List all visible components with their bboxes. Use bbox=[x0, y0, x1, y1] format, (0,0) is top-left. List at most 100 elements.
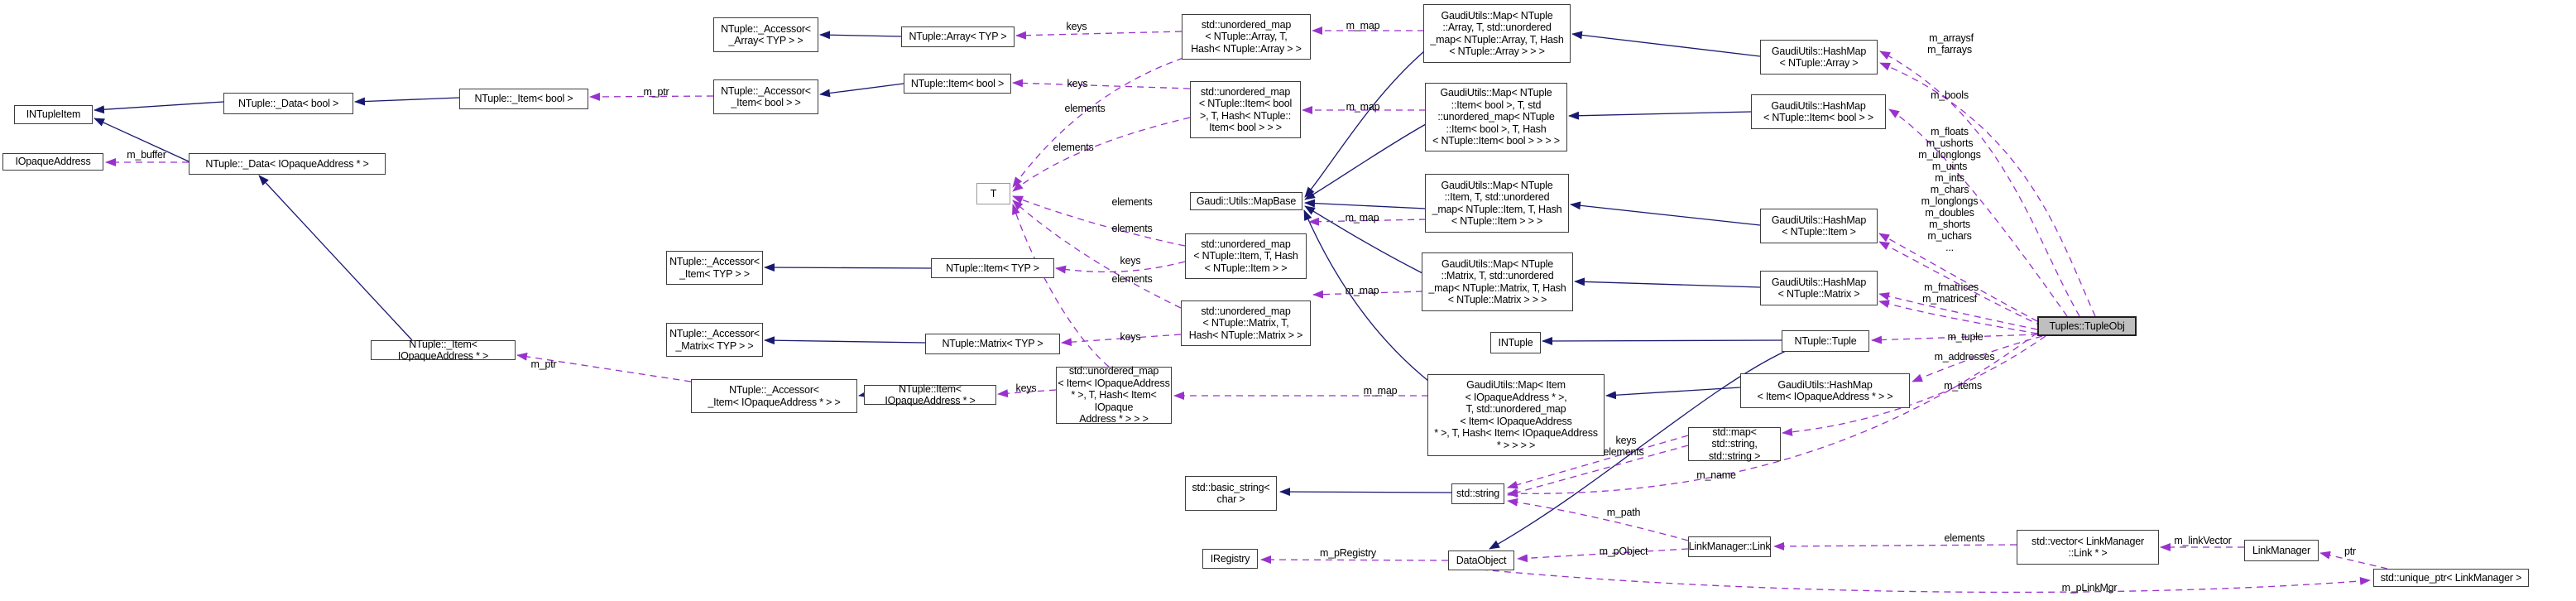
node-um-item-bool[interactable]: std::unordered_map < NTuple::Item< bool … bbox=[1190, 81, 1301, 138]
node-map-matrix[interactable]: GaudiUtils::Map< NTuple ::Matrix, T, std… bbox=[1422, 252, 1573, 311]
node-hm-matrix[interactable]: GaudiUtils::HashMap < NTuple::Matrix > bbox=[1760, 271, 1878, 305]
node-dataobject[interactable]: DataObject bbox=[1448, 551, 1514, 570]
node-acc-array[interactable]: NTuple::_Accessor< _Array< TYP > > bbox=[713, 17, 818, 52]
edge-label-elements: elements bbox=[1944, 532, 1985, 544]
edge-label-m-map: m_map bbox=[1346, 101, 1380, 113]
usage-edge bbox=[1480, 569, 2371, 594]
node-acc-item-ioa[interactable]: NTuple::_Accessor< _Item< IOpaqueAddress… bbox=[691, 379, 857, 413]
edge-label-m-tuple: m_tuple bbox=[1947, 331, 1984, 343]
node-link-vector[interactable]: std::vector< LinkManager ::Link * > bbox=[2017, 530, 2159, 565]
usage-edge bbox=[1782, 335, 2046, 436]
node-map-item[interactable]: GaudiUtils::Map< NTuple ::Item, T, std::… bbox=[1425, 174, 1569, 233]
node-mapbase[interactable]: Gaudi::Utils::MapBase bbox=[1190, 192, 1302, 210]
node-tupleobj: Tuples::TupleObj bbox=[2037, 316, 2137, 336]
inheritance-edge bbox=[858, 390, 870, 398]
usage-edge bbox=[1878, 233, 2038, 322]
edge-label-keys: keys bbox=[1066, 21, 1087, 32]
edge-label-m-uchars: m_uchars bbox=[1927, 230, 1972, 242]
node-iopaqueaddress[interactable]: IOpaqueAddress bbox=[2, 153, 103, 171]
node-basic-string[interactable]: std::basic_string< char > bbox=[1185, 476, 1277, 511]
edge-label-m-buffer: m_buffer bbox=[127, 149, 166, 161]
inheritance-edge bbox=[354, 97, 460, 106]
edge-label-elements: elements bbox=[1111, 196, 1153, 208]
node-intuple[interactable]: INTuple bbox=[1490, 332, 1541, 353]
edge-label-: ... bbox=[1945, 242, 1954, 253]
node-acc-item-typ[interactable]: NTuple::_Accessor< _Item< TYP > > bbox=[666, 251, 763, 285]
edge-label-m-ptr: m_ptr bbox=[530, 358, 557, 370]
inheritance-edge bbox=[1568, 111, 1752, 120]
usage-edge bbox=[1507, 445, 1689, 497]
edge-label-m-ushorts: m_ushorts bbox=[1926, 137, 1974, 149]
node-item-typ[interactable]: NTuple::Item< TYP > bbox=[931, 258, 1054, 278]
inheritance-edge bbox=[1304, 205, 1423, 274]
inheritance-edge bbox=[1304, 199, 1427, 209]
usage-edge bbox=[1507, 435, 1689, 489]
inheritance-edge bbox=[819, 31, 902, 40]
edge-label-elements: elements bbox=[1064, 103, 1106, 114]
inheritance-edge bbox=[764, 263, 932, 272]
inheritance-edge bbox=[1489, 350, 1787, 550]
node-um-ioa[interactable]: std::unordered_map < Item< IOpaqueAddres… bbox=[1056, 365, 1172, 425]
edge-label-m-shorts: m_shorts bbox=[1929, 219, 1970, 230]
inheritance-edge bbox=[258, 175, 413, 341]
node-hm-array[interactable]: GaudiUtils::HashMap < NTuple::Array > bbox=[1760, 40, 1878, 75]
node-item-bool-impl[interactable]: NTuple::_Item< bool > bbox=[459, 89, 588, 109]
node-array-typ[interactable]: NTuple::Array< TYP > bbox=[901, 26, 1015, 47]
edge-label-keys: keys bbox=[1615, 435, 1637, 446]
inheritance-edge bbox=[1542, 336, 1782, 345]
usage-edge bbox=[1773, 541, 2017, 551]
edge-label-m-map: m_map bbox=[1363, 385, 1398, 397]
edge-label-m-items: m_items bbox=[1944, 380, 1982, 392]
node-data-ioa[interactable]: NTuple::_Data< IOpaqueAddress * > bbox=[189, 153, 386, 175]
node-um-array[interactable]: std::unordered_map < NTuple::Array, T, H… bbox=[1182, 14, 1311, 60]
edge-label-m-fmatrices: m_fmatrices bbox=[1924, 281, 1979, 293]
node-acc-item-bool[interactable]: NTuple::_Accessor< _Item< bool > > bbox=[713, 79, 818, 114]
node-item-bool[interactable]: NTuple::Item< bool > bbox=[904, 74, 1011, 94]
inheritance-edge bbox=[94, 101, 224, 114]
node-item-ioa[interactable]: NTuple::Item< IOpaqueAddress * > bbox=[864, 383, 996, 406]
edge-label-m-map: m_map bbox=[1345, 285, 1379, 296]
inheritance-edge bbox=[1304, 50, 1425, 198]
usage-edge bbox=[1871, 334, 2038, 344]
edge-label-keys: keys bbox=[1067, 78, 1088, 89]
node-iregistry[interactable]: IRegistry bbox=[1202, 549, 1258, 569]
edge-label-keys: keys bbox=[1120, 331, 1141, 343]
node-linkmanager[interactable]: LinkManager bbox=[2244, 540, 2319, 561]
node-map-item-bool[interactable]: GaudiUtils::Map< NTuple ::Item< bool >, … bbox=[1425, 83, 1567, 151]
inheritance-edge bbox=[1304, 123, 1427, 200]
node-hm-item-bool[interactable]: GaudiUtils::HashMap < NTuple::Item< bool… bbox=[1751, 94, 1886, 129]
node-data-bool[interactable]: NTuple::_Data< bool > bbox=[223, 93, 353, 114]
edge-label-m-matricesf: m_matricesf bbox=[1922, 293, 1977, 305]
node-hm-ioa[interactable]: GaudiUtils::HashMap < Item< IOpaqueAddre… bbox=[1740, 373, 1910, 408]
inheritance-edge bbox=[819, 83, 904, 98]
usage-edge bbox=[1012, 117, 1191, 192]
edge-label-keys: keys bbox=[1120, 255, 1141, 267]
usage-edge bbox=[1055, 261, 1186, 274]
node-std-string[interactable]: std::string bbox=[1451, 483, 1504, 504]
node-map-array[interactable]: GaudiUtils::Map< NTuple ::Array, T, std:… bbox=[1423, 4, 1571, 63]
node-std-map[interactable]: std::map< std::string, std::string > bbox=[1688, 426, 1781, 462]
node-linkmanager-link[interactable]: LinkManager::Link bbox=[1688, 536, 1771, 557]
edge-label-m-pobject: m_pObject bbox=[1599, 546, 1648, 557]
node-unique-ptr[interactable]: std::unique_ptr< LinkManager > bbox=[2373, 569, 2529, 587]
node-intupleitem[interactable]: INTupleItem bbox=[14, 105, 93, 124]
node-item-ioa-impl[interactable]: NTuple::_Item< IOpaqueAddress * > bbox=[371, 339, 516, 362]
edge-label-m-ptr: m_ptr bbox=[643, 86, 669, 98]
node-ntuple-tuple[interactable]: NTuple::Tuple bbox=[1782, 330, 1869, 352]
node-acc-matrix[interactable]: NTuple::_Accessor< _Matrix< TYP > > bbox=[666, 323, 763, 357]
node-matrix-typ[interactable]: NTuple::Matrix< TYP > bbox=[925, 334, 1060, 354]
node-um-matrix[interactable]: std::unordered_map < NTuple::Matrix, T, … bbox=[1181, 300, 1311, 346]
node-map-ioa[interactable]: GaudiUtils::Map< Item < IOpaqueAddress *… bbox=[1427, 374, 1605, 456]
node-um-item[interactable]: std::unordered_map < NTuple::Item, T, Ha… bbox=[1185, 233, 1307, 279]
edge-label-ptr: ptr bbox=[2344, 546, 2356, 557]
edge-label-elements: elements bbox=[1603, 446, 1644, 458]
usage-edge bbox=[1012, 195, 1186, 247]
edge-label-m-ulonglongs: m_ulonglongs bbox=[1918, 149, 1981, 161]
usage-edge bbox=[589, 92, 714, 101]
edge-label-m-doubles: m_doubles bbox=[1925, 207, 1974, 219]
node-hm-item[interactable]: GaudiUtils::HashMap < NTuple::Item > bbox=[1760, 209, 1878, 243]
usage-edge bbox=[1012, 57, 1184, 188]
edge-label-m-map: m_map bbox=[1346, 20, 1380, 31]
